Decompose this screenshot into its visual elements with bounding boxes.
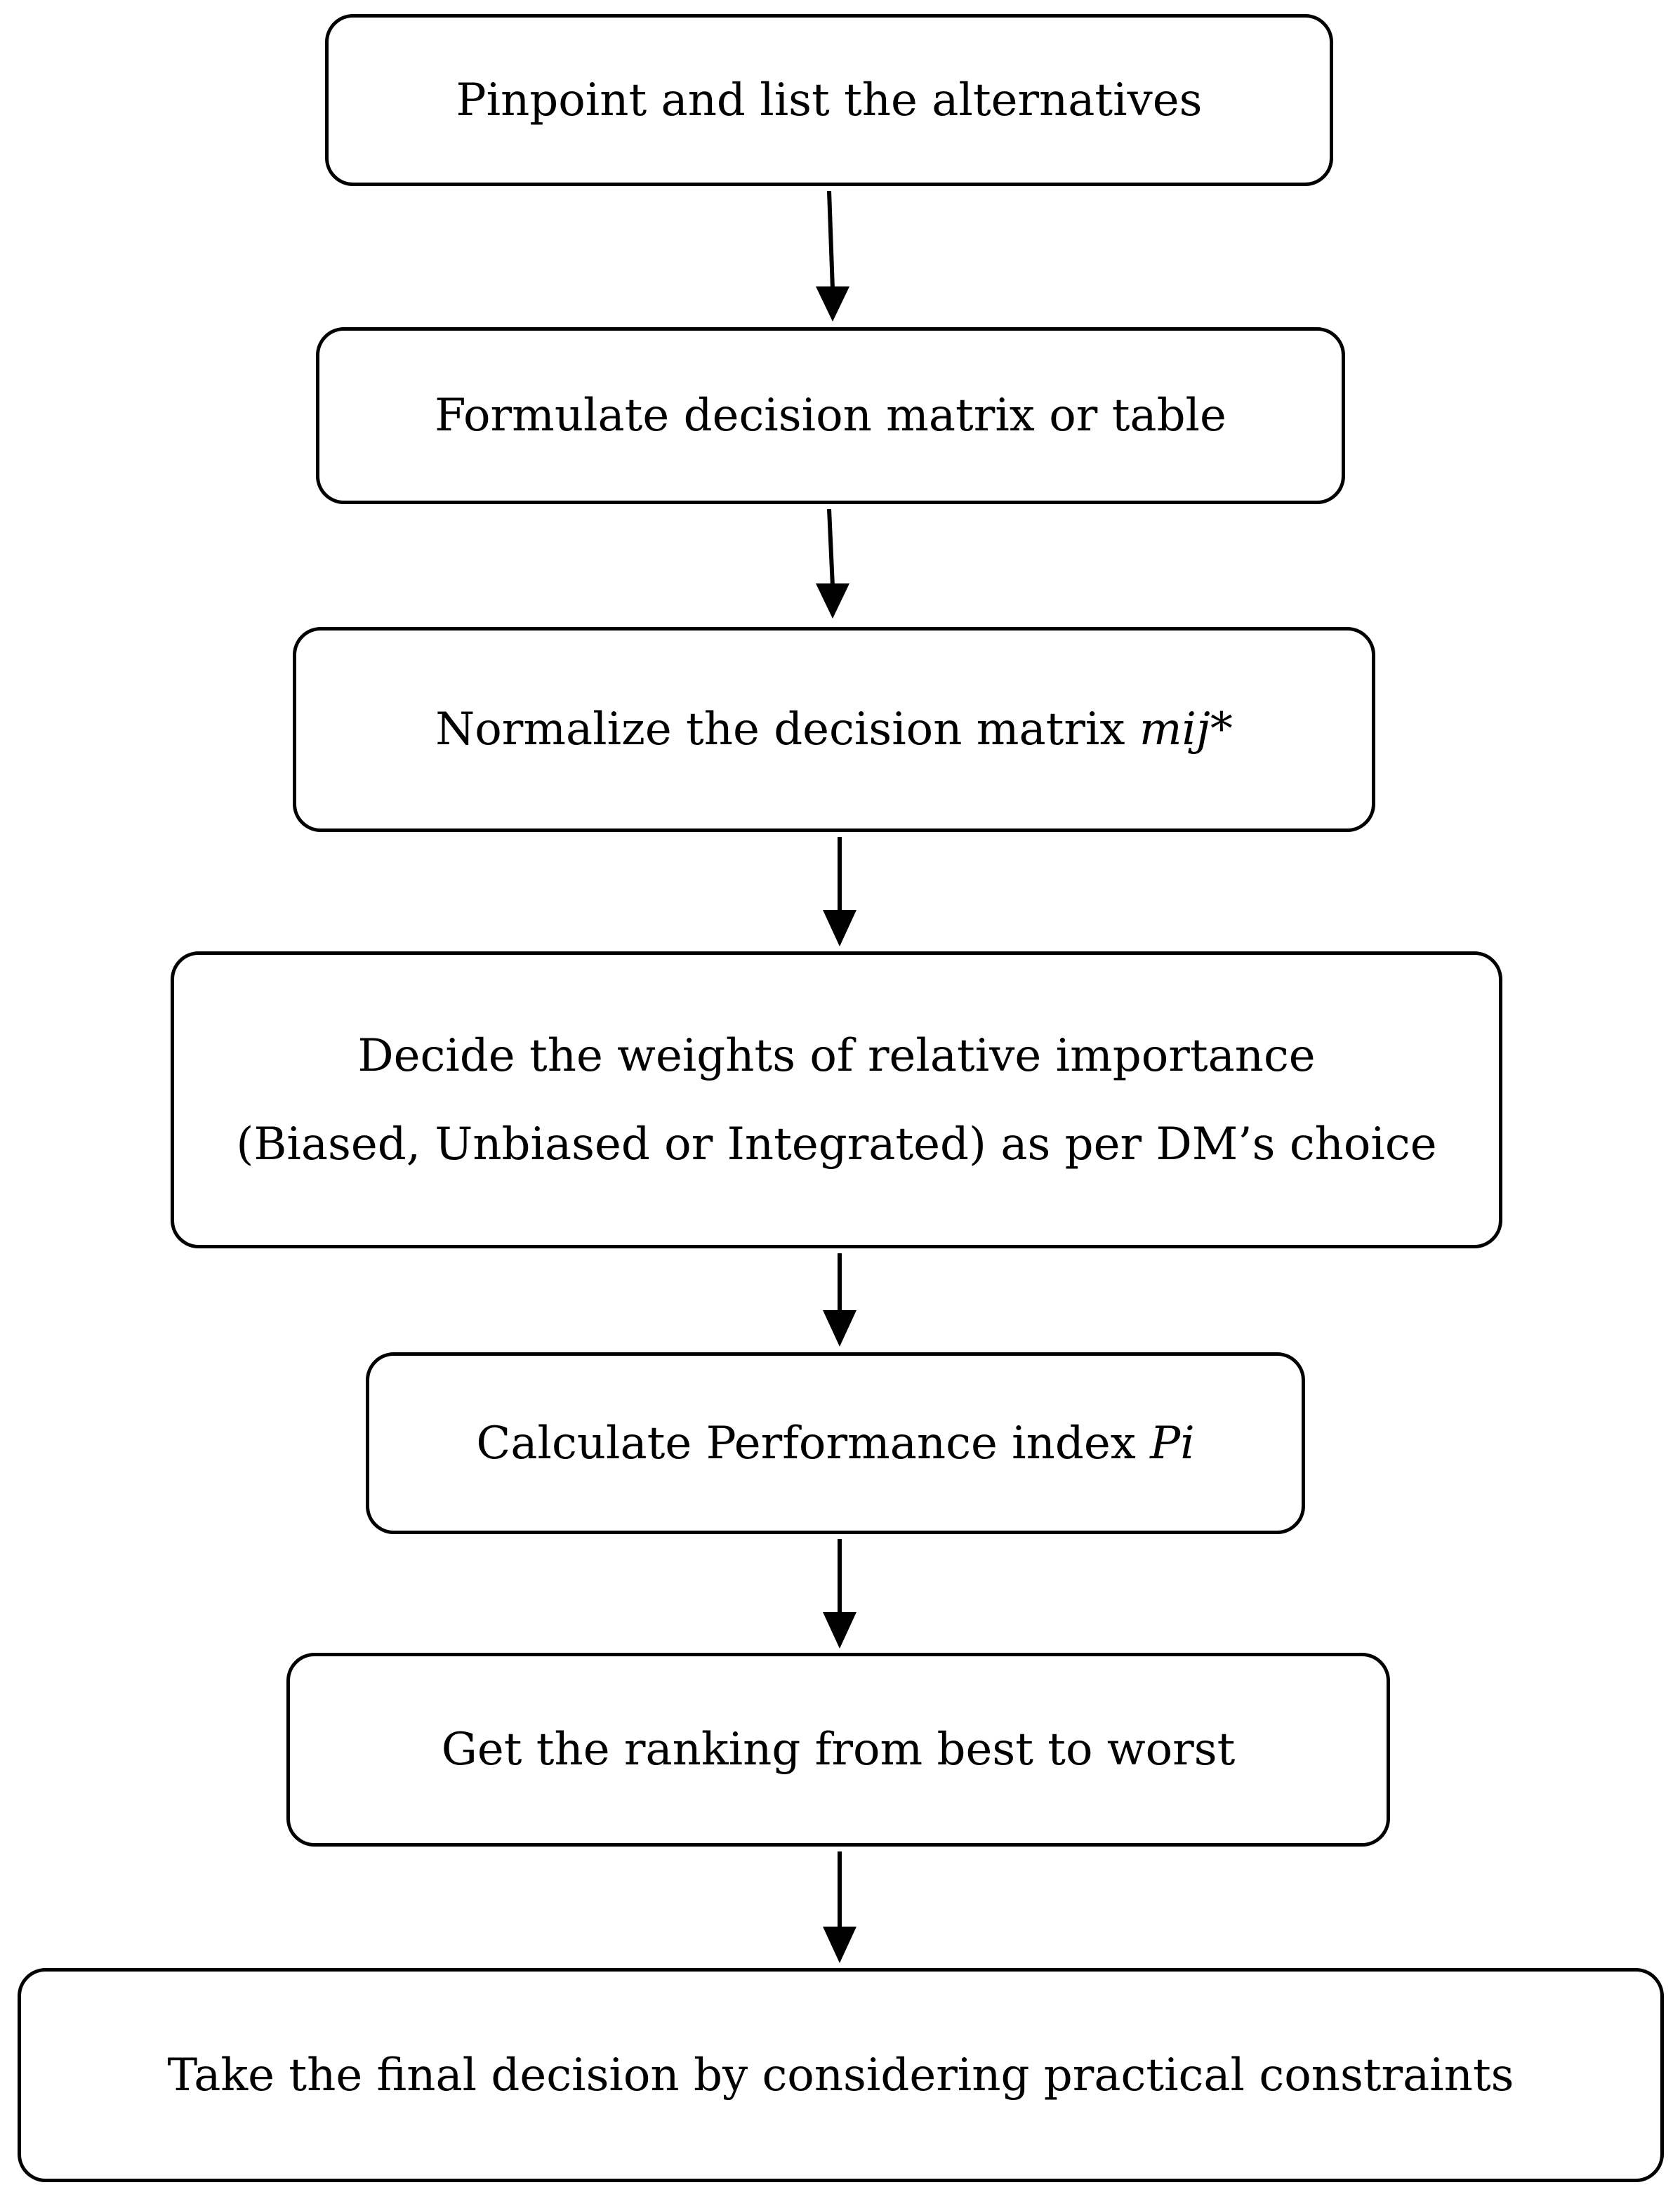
arrow-4-to-5 — [823, 1253, 856, 1347]
arrow-3-to-4 — [823, 837, 856, 946]
arrow-6-to-7 — [823, 1851, 856, 1963]
step-label-suffix: * — [1210, 704, 1233, 755]
step-box-ranking: Get the ranking from best to worst — [286, 1653, 1390, 1847]
step-label-symbol: Pi — [1150, 1417, 1195, 1470]
step-box-formulate-matrix: Formulate decision matrix or table — [316, 327, 1345, 504]
step-label-line-2: (Biased, Unbiased or Integrated) as per … — [236, 1118, 1437, 1170]
arrow-5-to-6 — [823, 1539, 856, 1649]
step-label-text: Calculate Performance index — [476, 1417, 1151, 1470]
step-box-final-decision: Take the final decision by considering p… — [18, 1968, 1664, 2182]
step-label: Formulate decision matrix or table — [435, 390, 1226, 442]
step-label-line-1: Decide the weights of relative importanc… — [357, 1029, 1316, 1082]
arrow-2-to-3 — [816, 508, 849, 619]
arrow-1-to-2 — [816, 190, 849, 322]
step-box-performance-index: Calculate Performance index Pi — [366, 1352, 1305, 1534]
step-label: Take the final decision by considering p… — [167, 2049, 1514, 2101]
step-label: Get the ranking from best to worst — [441, 1724, 1236, 1776]
step-label-symbol: mij — [1139, 704, 1210, 755]
step-box-normalize-matrix: Normalize the decision matrix mij* — [293, 627, 1375, 832]
step-label: Calculate Performance index Pi — [476, 1421, 1194, 1466]
step-label: Normalize the decision matrix mij* — [435, 707, 1233, 752]
step-label: Pinpoint and list the alternatives — [456, 74, 1203, 126]
step-box-decide-weights: Decide the weights of relative importanc… — [171, 951, 1502, 1248]
step-label-text: Normalize the decision matrix — [435, 704, 1139, 755]
step-box-list-alternatives: Pinpoint and list the alternatives — [325, 14, 1333, 186]
